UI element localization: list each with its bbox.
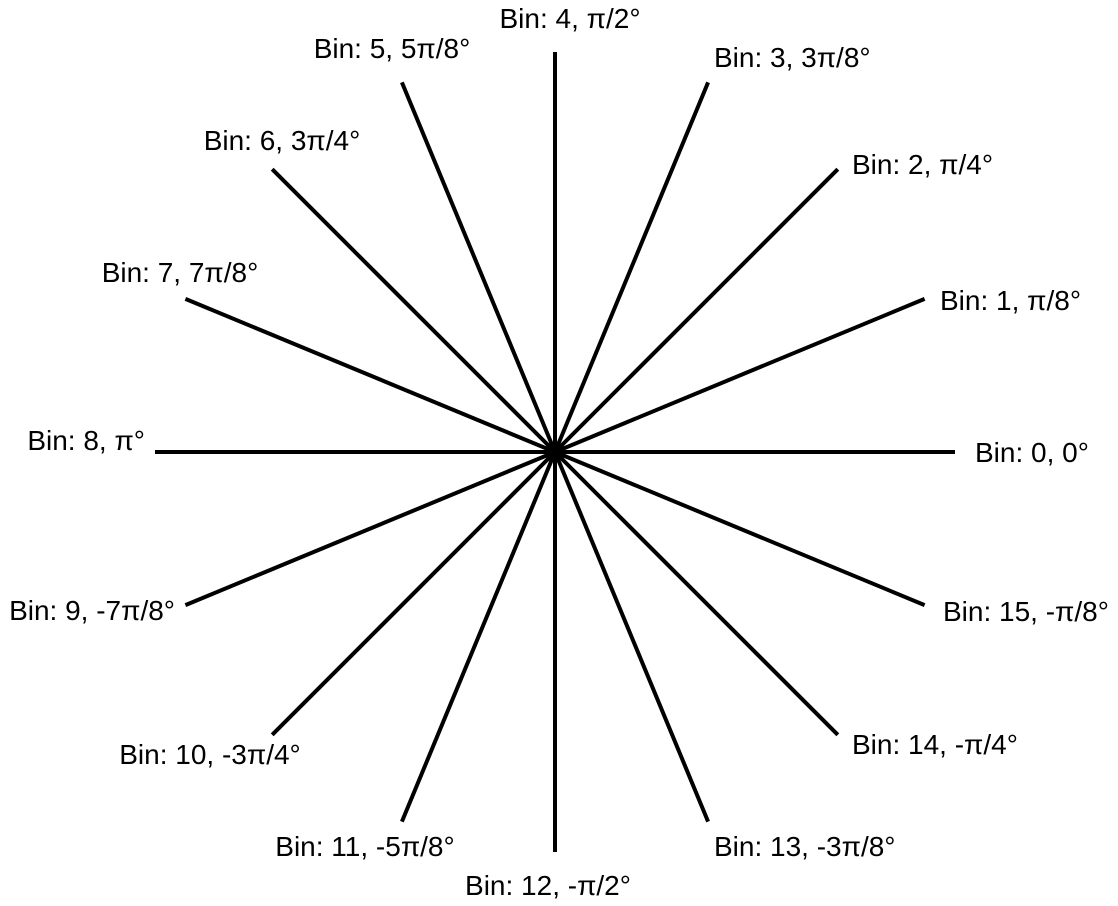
bin-13-label: Bin: 13, -3π/8° [714,831,896,862]
bin-14-ray [553,450,840,737]
bin-11-label: Bin: 11, -5π/8° [275,831,454,862]
bin-5-label: Bin: 5, 5π/8° [314,33,471,64]
bin-6-label: Bin: 6, 3π/4° [204,125,361,156]
bin-2-ray [553,167,840,454]
bin-12-label: Bin: 12, -π/2° [465,870,631,901]
bin-11-ray [400,451,557,823]
bin-13-ray [553,451,710,823]
bin-7-ray [184,297,556,454]
bin-3-label: Bin: 3, 3π/8° [714,42,871,73]
bin-14-label: Bin: 14, -π/4° [852,729,1018,760]
bin-5-ray [400,81,557,453]
bin-9-label: Bin: 9, -7π/8° [9,595,175,626]
bin-8-label: Bin: 8, π° [27,425,145,456]
bin-4-label: Bin: 4, π/2° [499,3,640,34]
bin-2-label: Bin: 2, π/4° [852,149,993,180]
bin-rays [155,52,955,852]
bin-3-ray [553,81,710,453]
bin-1-label: Bin: 1, π/8° [940,285,1081,316]
bin-9-ray [184,450,556,607]
bin-10-ray [270,450,557,737]
bin-15-ray [554,450,926,607]
bin-0-label: Bin: 0, 0° [975,437,1089,468]
bin-6-ray [270,167,557,454]
bin-7-label: Bin: 7, 7π/8° [102,257,259,288]
bin-1-ray [554,297,926,454]
bin-10-label: Bin: 10, -3π/4° [119,739,301,770]
bin-labels: Bin: 0, 0° Bin: 1, π/8° Bin: 2, π/4° Bin: 3… [9,3,1109,901]
bin-15-label: Bin: 15, -π/8° [943,596,1109,627]
